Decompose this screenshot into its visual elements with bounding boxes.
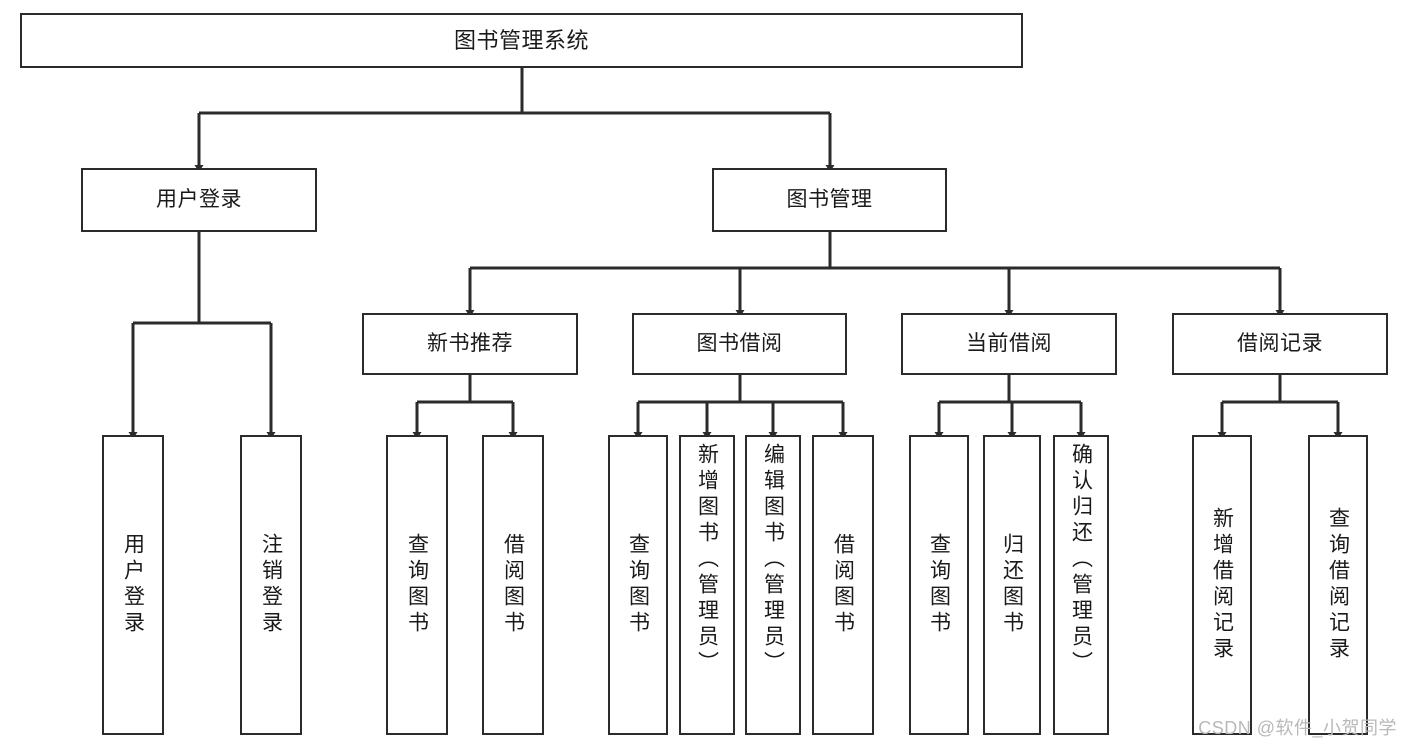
node-leaf-edit-book[interactable]: 编辑图书（管理员） <box>745 435 801 735</box>
node-user-login[interactable]: 用户登录 <box>81 168 317 232</box>
node-label: 新增图书（管理员） <box>695 443 719 677</box>
node-label: 当前借阅 <box>966 331 1052 355</box>
node-label: 用户登录 <box>156 187 242 211</box>
node-label: 图书管理系统 <box>453 27 589 53</box>
node-root[interactable]: 图书管理系统 <box>20 13 1023 68</box>
node-book-manage[interactable]: 图书管理 <box>712 168 947 232</box>
node-label: 查询图书 <box>405 533 429 637</box>
node-leaf-query-book-borrow[interactable]: 查询图书 <box>608 435 668 735</box>
node-current-borrow[interactable]: 当前借阅 <box>901 313 1117 375</box>
node-label: 新书推荐 <box>427 331 513 355</box>
node-label: 归还图书 <box>1000 533 1024 637</box>
node-leaf-user-login[interactable]: 用户登录 <box>102 435 164 735</box>
watermark-label: CSDN @软件_小贺同学 <box>1198 718 1397 738</box>
node-leaf-borrow-book-rec[interactable]: 借阅图书 <box>482 435 544 735</box>
node-label: 借阅图书 <box>831 533 855 637</box>
node-label: 图书借阅 <box>696 331 783 355</box>
node-label: 查询借阅记录 <box>1326 507 1350 663</box>
node-label: 借阅图书 <box>501 533 525 637</box>
node-leaf-add-record[interactable]: 新增借阅记录 <box>1192 435 1252 735</box>
node-label: 编辑图书（管理员） <box>761 443 785 677</box>
node-borrow-record[interactable]: 借阅记录 <box>1172 313 1388 375</box>
node-label: 用户登录 <box>121 533 145 637</box>
node-leaf-user-logout[interactable]: 注销登录 <box>240 435 302 735</box>
node-leaf-add-book[interactable]: 新增图书（管理员） <box>679 435 735 735</box>
node-label: 查询图书 <box>927 533 951 637</box>
node-label: 新增借阅记录 <box>1210 507 1234 663</box>
node-book-borrow[interactable]: 图书借阅 <box>632 313 847 375</box>
node-label: 查询图书 <box>626 533 650 637</box>
node-label: 注销登录 <box>259 533 283 637</box>
node-leaf-borrow-book[interactable]: 借阅图书 <box>812 435 874 735</box>
node-leaf-confirm-return[interactable]: 确认归还（管理员） <box>1053 435 1109 735</box>
node-leaf-query-book-current[interactable]: 查询图书 <box>909 435 969 735</box>
node-leaf-query-record[interactable]: 查询借阅记录 <box>1308 435 1368 735</box>
node-label: 确认归还（管理员） <box>1069 443 1093 677</box>
node-label: 图书管理 <box>786 187 873 211</box>
node-label: 借阅记录 <box>1237 331 1323 355</box>
node-leaf-return-book[interactable]: 归还图书 <box>983 435 1041 735</box>
node-new-book-rec[interactable]: 新书推荐 <box>362 313 578 375</box>
node-leaf-query-book-rec[interactable]: 查询图书 <box>386 435 448 735</box>
